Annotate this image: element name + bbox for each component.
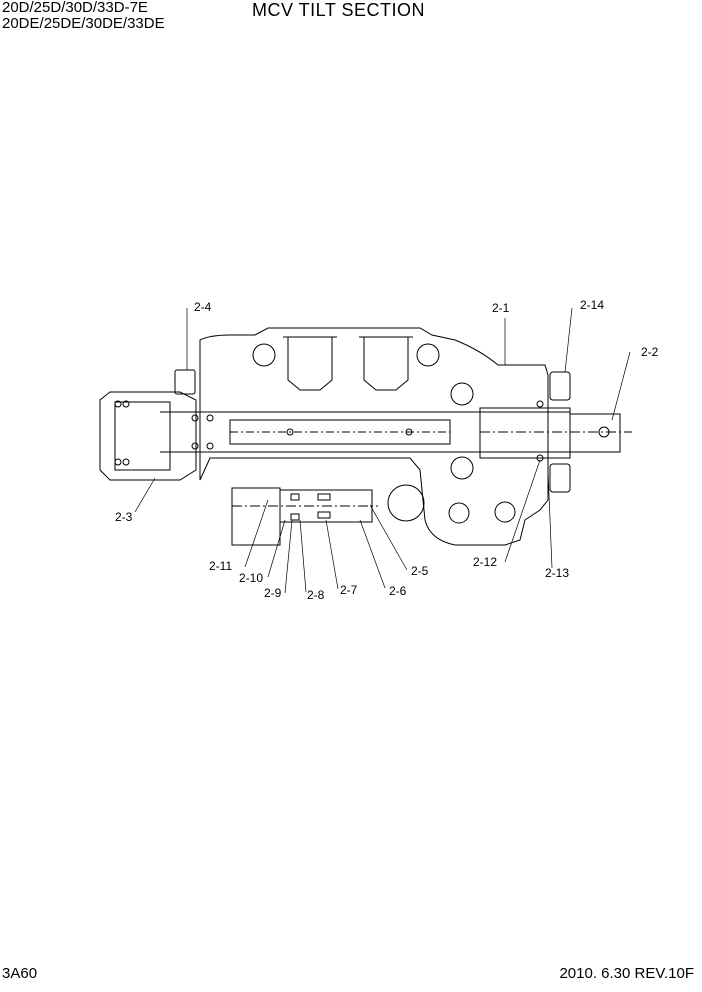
- page-title: MCV TILT SECTION: [252, 0, 426, 20]
- callout-2-13: 2-13: [545, 566, 569, 580]
- callout-2-6: 2-6: [389, 584, 407, 598]
- callout-2-9: 2-9: [264, 586, 282, 600]
- callout-2-8: 2-8: [307, 588, 325, 602]
- callout-2-10: 2-10: [239, 571, 263, 585]
- page-code: 3A60: [2, 965, 38, 982]
- leader-lines: [134, 307, 631, 594]
- valve-body-outline: [99, 327, 632, 546]
- callout-2-4: 2-4: [194, 300, 212, 314]
- callout-2-7: 2-7: [340, 583, 358, 597]
- callout-labels: 2-4 2-1 2-14 2-2 2-3 2-11 2-10 2-9 2-8 2…: [115, 298, 659, 602]
- callout-2-5: 2-5: [411, 564, 429, 578]
- callout-2-2: 2-2: [641, 345, 659, 359]
- callout-2-3: 2-3: [115, 510, 133, 524]
- revision-info: 2010. 6.30 REV.10F: [559, 965, 694, 982]
- callout-2-1: 2-1: [492, 301, 510, 315]
- model-line-1: 20D/25D/30D/33D-7E: [2, 0, 148, 16]
- callout-2-14: 2-14: [580, 298, 604, 312]
- callout-2-11: 2-11: [209, 559, 232, 573]
- callout-2-12: 2-12: [473, 555, 497, 569]
- model-line-2: 20DE/25DE/30DE/33DE: [2, 15, 165, 32]
